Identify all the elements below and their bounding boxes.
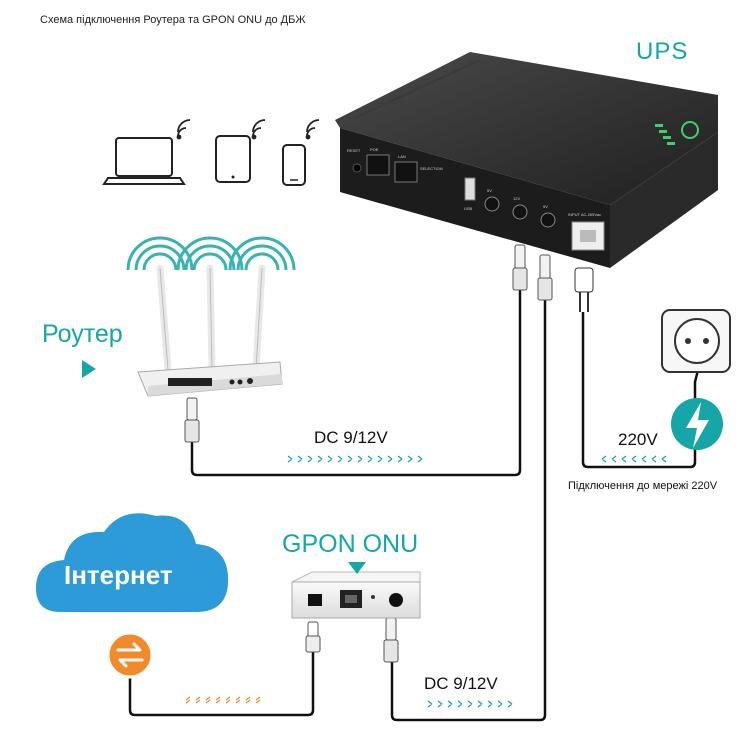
flow-arrows-internet xyxy=(185,696,261,704)
dc-cable-onu xyxy=(390,300,547,722)
onu-power-switch xyxy=(308,594,322,606)
ups-12v-port xyxy=(512,204,528,220)
ups-5v-text: 5V xyxy=(487,188,492,193)
ups-poe-text: POE xyxy=(370,147,379,152)
ups-usb-port xyxy=(464,177,476,201)
router-pointer-icon xyxy=(82,360,96,378)
dc-plug-ups-b xyxy=(537,254,553,301)
laptop-icon xyxy=(102,137,186,185)
gpon-onu-device xyxy=(291,562,421,619)
ups-9v-text: 9V xyxy=(543,204,548,209)
internet-cloud xyxy=(36,513,229,612)
lightning-icon xyxy=(671,398,723,450)
dc-voltage-label-router: DC 9/12V xyxy=(314,428,388,447)
router-wifi-signal-icon xyxy=(126,236,296,271)
flow-arrows-onu xyxy=(427,700,513,708)
mains-voltage-label: 220V xyxy=(618,430,658,449)
flow-arrows-mains xyxy=(601,455,667,463)
ups-status-leds xyxy=(655,124,675,145)
ups-selection-text: SELECTION xyxy=(420,166,443,171)
ups-5v-port xyxy=(484,196,500,212)
ups-power-button-icon xyxy=(681,121,699,139)
mains-connection-caption: Підключення до мережі 220V xyxy=(568,480,718,492)
ups-9v-port xyxy=(540,212,556,228)
tablet-icon xyxy=(215,135,251,183)
ups-reset-button xyxy=(352,163,362,173)
ups-12v-text: 12V xyxy=(513,196,520,201)
ups-poe-port xyxy=(366,154,390,176)
exchange-arrows-icon xyxy=(106,631,154,679)
dc-cable-router xyxy=(190,290,522,477)
gpon-pointer-icon xyxy=(348,562,366,574)
router-lan-ports xyxy=(168,378,212,386)
ups-usb-text: USB xyxy=(464,206,473,211)
ups-device: RESET POE LAN SELECTION USB 5V 12V 9V IN… xyxy=(335,52,718,268)
gpon-onu-label: GPON ONU xyxy=(282,530,419,558)
ac-power-cable xyxy=(581,312,700,469)
ac-plug-ups xyxy=(574,267,594,312)
ups-input-text: INPUT AC-265Vac xyxy=(568,212,601,217)
flow-arrows-router xyxy=(287,455,423,463)
internet-label: Інтернет xyxy=(64,560,173,590)
dc-plug-ups-a xyxy=(512,244,528,291)
router-label: Роутер xyxy=(42,320,123,348)
page-title: Схема підключення Роутера та GPON ONU до… xyxy=(40,14,306,26)
fiber-plug-onu xyxy=(305,621,321,653)
internet-cable xyxy=(128,640,315,717)
dc-plug-router xyxy=(184,397,200,443)
ups-reset-text: RESET xyxy=(347,148,361,153)
dc-voltage-label-onu: DC 9/12V xyxy=(424,674,498,693)
router-device xyxy=(82,236,296,397)
phone-icon xyxy=(282,144,306,186)
ups-lan-port xyxy=(394,161,418,183)
ups-label: UPS xyxy=(636,38,689,65)
wifi-icon xyxy=(176,119,320,140)
onu-dc-input xyxy=(389,593,403,607)
power-socket-icon xyxy=(661,309,731,373)
ups-lan-text: LAN xyxy=(398,154,406,159)
dc-plug-onu xyxy=(383,617,399,663)
